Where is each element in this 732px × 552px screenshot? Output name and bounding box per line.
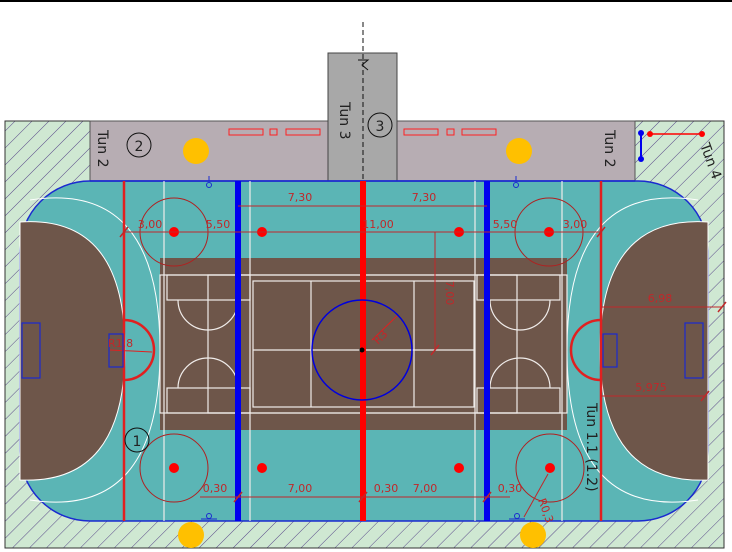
dim-top-right: 7,30 <box>412 191 437 204</box>
dim-bottom-030-left: 0,30 <box>203 482 228 495</box>
dim-right-300: 3,00 <box>563 218 588 231</box>
zone-2-marker <box>126 132 152 158</box>
zone-1-marker <box>124 427 150 453</box>
zone-3-marker <box>367 112 393 138</box>
dim-bottom-030-right: 0,30 <box>498 482 523 495</box>
dim-right-5975: 5,975 <box>635 381 667 394</box>
dim-right-550: 5,50 <box>493 218 518 231</box>
dim-left-300: 3,00 <box>138 218 163 231</box>
arc-left <box>123 318 156 382</box>
center-spot <box>359 347 365 353</box>
zone-2-label: 2 <box>135 139 144 155</box>
light-markers <box>178 138 546 548</box>
dim-bottom-030-center: 0,30 <box>374 482 399 495</box>
label-tun2-left: Tun 2 <box>94 129 110 168</box>
dim-center-1100: 11,00 <box>362 218 394 231</box>
break-mark <box>358 59 370 71</box>
arc-right <box>569 318 602 382</box>
label-tun3: Tun 3 <box>336 101 352 140</box>
red-markers <box>169 227 555 473</box>
dim-bottom-700-right: 7,00 <box>413 482 438 495</box>
dim-vertical-700: 7,00 <box>443 281 456 306</box>
dim-top-left: 7,30 <box>288 191 313 204</box>
dim-left-550: 5,50 <box>206 218 231 231</box>
goals <box>21 322 704 379</box>
radius-arrow <box>371 315 398 341</box>
center-circle <box>311 299 413 401</box>
label-tun11: Tun 1.1 (1.2) <box>583 402 599 492</box>
label-tun2-right: Tun 2 <box>601 129 617 168</box>
radius-arrow-left <box>109 349 153 353</box>
equipment-marks <box>228 128 497 136</box>
dimension-lines <box>124 205 722 518</box>
dim-radius-left: R1,8 <box>108 337 133 350</box>
dim-right-698: 6,98 <box>648 292 673 305</box>
dimension-ticks <box>119 226 727 503</box>
zone-3-label: 3 <box>376 119 385 135</box>
zone-1-label: 1 <box>133 434 142 450</box>
dim-bottom-700-left: 7,00 <box>288 482 313 495</box>
outlet-symbols <box>201 176 525 520</box>
